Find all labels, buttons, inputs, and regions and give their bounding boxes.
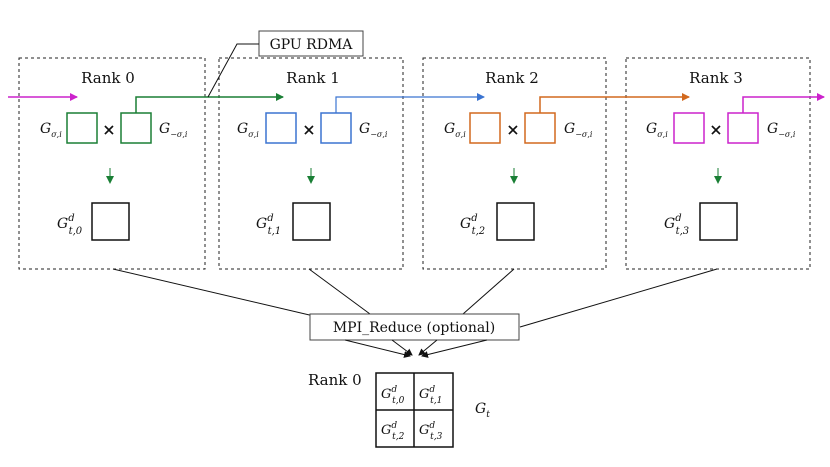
rank-1-right-square (320, 112, 352, 144)
rank-1-title: Rank 1 (286, 69, 340, 87)
rank-3-times: × (709, 120, 722, 139)
rank-1-result-square (292, 202, 331, 241)
reduce-arrow-4 (421, 339, 488, 358)
rank-0-left-label: Gσ,i (40, 121, 62, 139)
rank-3-right-square (727, 112, 759, 144)
rank-1-left-label: Gσ,i (237, 121, 259, 139)
green-rdma-arrow (135, 93, 284, 113)
rank-1-times: × (302, 120, 315, 139)
rank-0-to-reduce-line (112, 268, 319, 318)
rank-3-to-reduce-line (519, 268, 718, 328)
gpu-rdma-callout-box (258, 30, 364, 57)
rank-3-result-square (699, 202, 738, 241)
rank-3-title: Rank 3 (689, 69, 743, 87)
rank-2-left-label: Gσ,i (444, 121, 466, 139)
rank-0-box (18, 57, 206, 270)
reduce-arrow-1 (344, 339, 411, 358)
rank-1-to-reduce-line (308, 268, 371, 315)
rank-2-to-reduce-line (462, 268, 515, 315)
rank-0-title: Rank 0 (81, 69, 135, 87)
rank-0-times: × (102, 120, 115, 139)
final-total-label: Gt (475, 401, 490, 420)
rank-1-box (218, 57, 404, 270)
rank-1-right-label: G−σ,i (359, 121, 388, 139)
rank-0-right-label: G−σ,i (159, 121, 188, 139)
rank-2-box (422, 57, 607, 270)
mpi-reduce-box (309, 313, 520, 341)
rank-1-left-square (265, 112, 297, 144)
rank-3-left-square (673, 112, 705, 144)
rank-0-result-square (91, 202, 130, 241)
rank-2-result-square (496, 202, 535, 241)
rank-2-left-square (469, 112, 501, 144)
final-rank-label: Rank 0 (308, 371, 362, 389)
rank-3-right-label: G−σ,i (767, 121, 796, 139)
rank-0-left-square (66, 112, 98, 144)
gpu-rdma-callout-text: GPU RDMA (270, 37, 354, 53)
rank-3-box (625, 57, 811, 270)
reduce-arrow-2 (391, 339, 413, 356)
orange-rdma-arrow (539, 93, 690, 113)
mpi-reduce-label: MPI_Reduce (optional) (333, 320, 495, 336)
gpu-rdma-callout-leader (207, 43, 259, 98)
magenta-rdma-arrow (742, 93, 825, 113)
rank-2-right-square (524, 112, 556, 144)
rank-2-title: Rank 2 (485, 69, 539, 87)
rank-2-times: × (506, 120, 519, 139)
rank-3-left-label: Gσ,i (646, 121, 668, 139)
rank-0-right-square (120, 112, 152, 144)
rank-2-right-label: G−σ,i (564, 121, 593, 139)
blue-rdma-arrow (335, 93, 485, 113)
